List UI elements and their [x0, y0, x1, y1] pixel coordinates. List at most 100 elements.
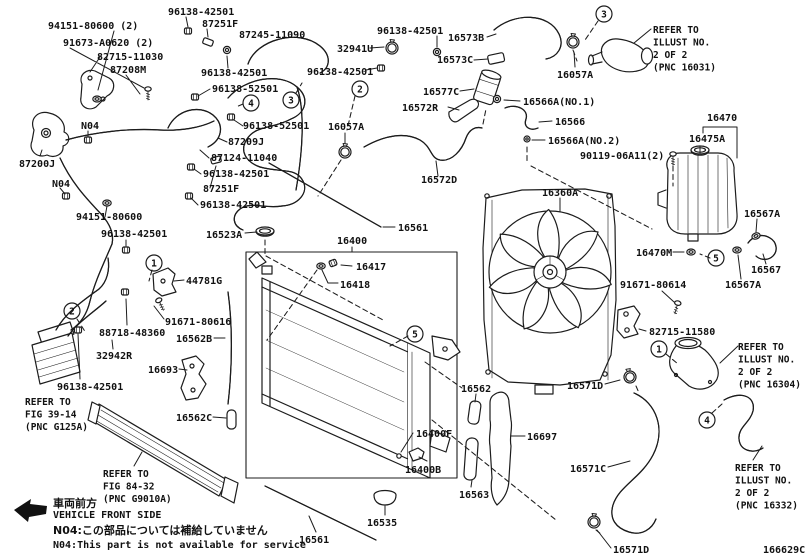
grommet-icon [316, 262, 326, 270]
part-label: 16566A(NO.2) [548, 136, 620, 147]
grommet-icon [732, 246, 742, 254]
callout-2: 2 [63, 302, 81, 320]
callout-circle [595, 5, 613, 23]
hoses [55, 16, 777, 541]
clip-icon [190, 93, 200, 101]
clip-icon [328, 258, 338, 268]
part-label: 16577C [423, 87, 459, 98]
part-label: 16566 [555, 117, 585, 128]
callout-circle [650, 340, 668, 358]
service-note-en: N04:This part is not available for servi… [53, 539, 306, 551]
part-label: 16567A [744, 209, 780, 220]
clamp-16573C [487, 52, 506, 65]
part-label: 16057A [557, 70, 593, 81]
water-outlet-top [587, 38, 654, 73]
clip-icon [73, 326, 83, 334]
part-label: 16418 [340, 280, 370, 291]
callout-number: 4 [248, 98, 254, 109]
clip-icon [183, 27, 193, 35]
grommet-icon [750, 231, 762, 241]
part-label: 96138-42501 [201, 68, 267, 79]
clamp-icon [385, 38, 399, 55]
part-label: 16572D [421, 175, 457, 186]
figure-code: 166629C [763, 545, 805, 556]
callout-4: 4 [698, 411, 716, 429]
part-label: 16562B [176, 334, 212, 345]
part-label: 16567A [725, 280, 761, 291]
callout-number: 1 [656, 344, 662, 355]
callout-2: 2 [351, 80, 369, 98]
part-label: 16475A [689, 134, 725, 145]
part-label: 91673-A0620 (2) [63, 38, 153, 49]
part-16562 [467, 400, 482, 425]
part-label: 87245-11090 [239, 30, 305, 41]
service-note-jp: N04:この部品については補給していません [53, 523, 268, 537]
reserve-tank [657, 145, 738, 242]
part-label: 88718-48360 [99, 328, 165, 339]
clip-icon [226, 113, 236, 121]
callout-circle [145, 254, 163, 272]
part-label: 16057A [328, 122, 364, 133]
grommet-icon [92, 95, 102, 103]
part-label: 16573B [448, 33, 484, 44]
part-label: 16573C [437, 55, 473, 66]
clip-icon [186, 163, 196, 171]
fasteners [61, 27, 762, 529]
part-label: 91671-80616 [165, 317, 231, 328]
clamp-icon [338, 142, 352, 159]
callout-number: 3 [288, 95, 294, 106]
vehicle-front-label-en: VEHICLE FRONT SIDE [53, 510, 161, 521]
part-label: N04 [52, 179, 70, 190]
clip-icon [61, 192, 71, 200]
part-label: 16417 [356, 262, 386, 273]
pipe-16577C [473, 69, 502, 106]
thermostat-housing [669, 336, 719, 390]
callout-circle [351, 80, 369, 98]
part-label: 87209J [228, 137, 264, 148]
part-label: 16535 [367, 518, 397, 529]
callout-number: 3 [601, 9, 607, 20]
part-label: 82715-11580 [649, 327, 715, 338]
callout-5: 5 [707, 249, 725, 267]
callout-1: 1 [650, 340, 668, 358]
callout-number: 2 [357, 84, 363, 95]
part-label: 96138-42501 [57, 382, 123, 393]
part-label: 16561 [398, 223, 428, 234]
part-label: 16566A(NO.1) [523, 97, 595, 108]
part-label: 91671-80614 [620, 280, 686, 291]
part-label: 87200J [19, 159, 55, 170]
oil-cooler [31, 321, 81, 385]
callout-circle [406, 325, 424, 343]
callout-circle [698, 411, 716, 429]
part-label: 16561 [299, 535, 329, 546]
part-16572R [448, 98, 480, 123]
callout-circle [282, 91, 300, 109]
part-label: 87251F [203, 184, 239, 195]
radiator [248, 251, 461, 479]
part-label: 16571D [567, 381, 603, 392]
part-16400F [396, 453, 402, 459]
cooling-fan [488, 208, 613, 334]
callout-circle [63, 302, 81, 320]
part-label: 16562C [176, 413, 212, 424]
dashed-lines [76, 20, 723, 536]
part-label: 96138-42501 [168, 7, 234, 18]
part-label: 87124-11040 [211, 153, 277, 164]
part-label: 16400B [405, 465, 441, 476]
nut-icon [222, 45, 232, 55]
radiator-cap-16523A [255, 226, 275, 237]
callout-number: 4 [704, 415, 710, 426]
part-label: 16563 [459, 490, 489, 501]
callout-3: 3 [282, 91, 300, 109]
part-labels: 94151-80600 (2)91673-A0620 (2)82715-1103… [19, 7, 781, 556]
part-label: 96138-42501 [377, 26, 443, 37]
callout-number: 5 [412, 329, 418, 340]
part-label: 96138-52501 [243, 121, 309, 132]
